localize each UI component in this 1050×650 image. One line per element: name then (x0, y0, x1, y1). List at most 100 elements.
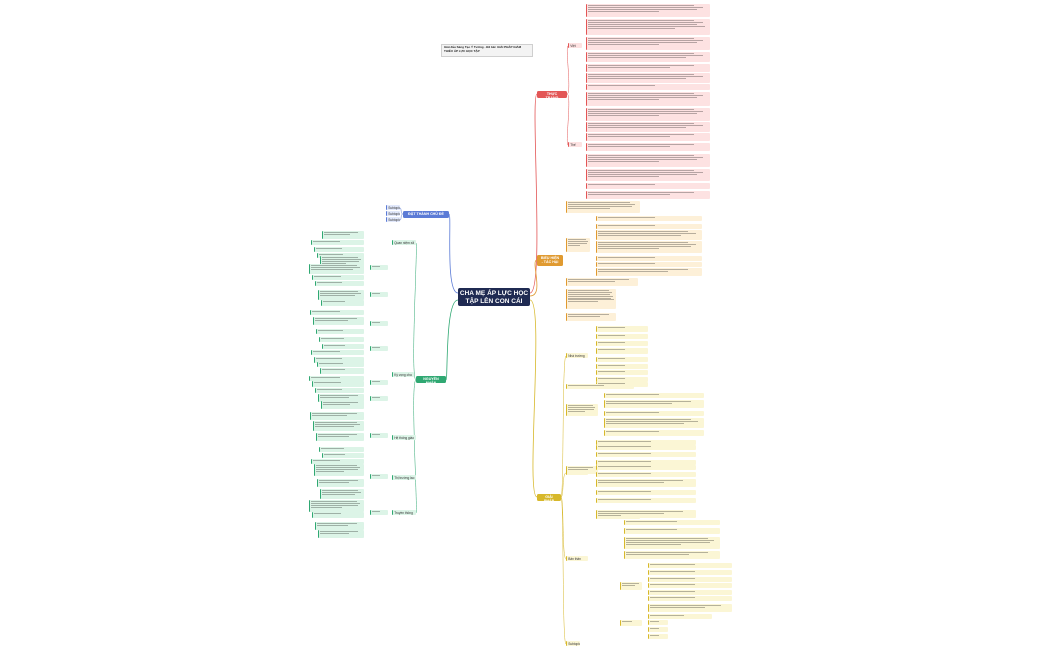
thuc-trang-leaf[interactable] (586, 64, 710, 72)
giai-phap-leaf[interactable] (596, 341, 648, 346)
thuc-trang-leaf[interactable] (586, 52, 710, 62)
subtopic-3[interactable]: Subtopic 3 (386, 217, 400, 222)
giai-phap-leaf[interactable] (648, 583, 732, 588)
nguyen-nhan-leaf[interactable] (311, 240, 364, 245)
giai-phap-leaf[interactable] (596, 440, 696, 445)
nguyen-nhan-leaf[interactable] (314, 247, 364, 252)
giai-phap-leaf[interactable] (624, 551, 720, 559)
topic-he-thong[interactable]: Hệ thống giáo dục (392, 435, 416, 440)
nguyen-nhan-leaf[interactable] (311, 350, 364, 355)
nguyen-nhan-group[interactable] (370, 265, 388, 270)
giai-phap-leaf[interactable] (596, 490, 696, 495)
giai-phap-leaf[interactable] (596, 377, 648, 382)
nguyen-nhan-leaf[interactable] (309, 264, 364, 274)
nguyen-nhan-group[interactable] (370, 321, 388, 326)
nguyen-nhan-leaf[interactable] (315, 281, 364, 286)
thuc-trang-leaf[interactable] (586, 169, 710, 181)
nguyen-nhan-leaf[interactable] (311, 459, 364, 464)
branch-thuc-trang[interactable]: THỰC TRẠNG (537, 91, 567, 100)
nguyen-nhan-leaf[interactable] (318, 394, 364, 402)
giai-phap-leaf[interactable] (604, 430, 704, 436)
nguyen-nhan-leaf[interactable] (319, 337, 364, 342)
topic-nha-truong[interactable]: Nhà trường (566, 353, 588, 358)
giai-phap-leaf[interactable] (624, 520, 720, 525)
bieu-hien-group-leaf[interactable] (566, 238, 590, 252)
giai-phap-leaf[interactable] (648, 627, 668, 632)
topic-ban-than[interactable]: Bản thân (566, 556, 588, 561)
branch-giai-phap[interactable]: GIẢI PHÁP (537, 494, 561, 503)
nguyen-nhan-leaf[interactable] (321, 401, 364, 409)
thuc-trang-leaf[interactable] (586, 108, 710, 121)
nguyen-nhan-group[interactable] (370, 474, 388, 479)
giai-phap-leaf[interactable] (596, 498, 696, 503)
giai-phap-leaf[interactable] (648, 604, 732, 612)
giai-phap-leaf[interactable] (596, 348, 648, 354)
thuc-trang-leaf[interactable] (586, 154, 710, 167)
nguyen-nhan-group[interactable] (370, 346, 388, 351)
nguyen-nhan-leaf[interactable] (314, 357, 364, 363)
branch-nguyen-nhan[interactable]: NGUYÊN NHÂN (416, 376, 446, 385)
giai-phap-leaf[interactable] (604, 418, 704, 428)
nguyen-nhan-leaf[interactable] (318, 290, 364, 300)
nguyen-nhan-group[interactable] (370, 292, 388, 297)
topic-ky-vong[interactable]: Kỳ vọng cha mẹ (392, 372, 414, 377)
giai-phap-leaf[interactable] (648, 577, 732, 582)
bieu-hien-leaf[interactable] (596, 230, 702, 240)
giai-phap-leaf[interactable] (624, 537, 720, 549)
giai-phap-leaf[interactable] (648, 614, 712, 619)
giai-phap-leaf[interactable] (596, 460, 696, 465)
nguyen-nhan-leaf[interactable] (312, 381, 364, 387)
giai-phap-leaf[interactable] (604, 400, 704, 408)
giai-phap-leaf[interactable] (566, 404, 598, 416)
nguyen-nhan-leaf[interactable] (322, 453, 364, 458)
nguyen-nhan-group[interactable] (370, 380, 388, 385)
giai-phap-leaf[interactable] (596, 334, 648, 339)
bieu-hien-leaf[interactable] (566, 278, 638, 286)
bieu-hien-leaf[interactable] (566, 289, 616, 309)
giai-phap-leaf[interactable] (648, 563, 732, 568)
topic-viet-nam[interactable]: Việt Nam (568, 43, 582, 48)
nguyen-nhan-leaf[interactable] (316, 329, 364, 334)
thuc-trang-leaf[interactable] (586, 133, 710, 141)
topic-thi-truong[interactable]: Thị trường lao động (392, 475, 416, 480)
giai-phap-leaf[interactable] (596, 370, 648, 375)
thuc-trang-leaf[interactable] (586, 122, 710, 132)
nguyen-nhan-leaf[interactable] (317, 362, 364, 367)
giai-phap-leaf[interactable] (596, 452, 696, 457)
thuc-trang-leaf[interactable] (586, 84, 710, 90)
bieu-hien-leaf[interactable] (596, 241, 702, 253)
nguyen-nhan-leaf[interactable] (313, 317, 364, 325)
thuc-trang-leaf[interactable] (586, 183, 710, 189)
topic-quan-niem[interactable]: Quan niệm xã hội (392, 240, 416, 245)
giai-phap-leaf[interactable] (596, 479, 696, 487)
giai-phap-leaf[interactable] (596, 465, 696, 470)
giai-phap-leaf[interactable] (596, 472, 696, 477)
nguyen-nhan-leaf[interactable] (309, 500, 364, 512)
bieu-hien-leaf[interactable] (596, 224, 702, 229)
thuc-trang-leaf[interactable] (586, 73, 710, 83)
nguyen-nhan-leaf[interactable] (315, 522, 364, 530)
nguyen-nhan-leaf[interactable] (312, 512, 364, 518)
bieu-hien-leaf[interactable] (596, 256, 702, 261)
bottom-subtopic[interactable]: Subtopic 1 (566, 641, 580, 646)
giai-phap-leaf[interactable] (596, 326, 648, 332)
branch-bieu-hien[interactable]: BIỂU HIỆN - TÁC HẠI (537, 255, 563, 266)
giai-phap-leaf[interactable] (566, 466, 598, 474)
nguyen-nhan-group[interactable] (370, 433, 388, 438)
giai-phap-leaf[interactable] (596, 364, 648, 369)
topic-the-gioi[interactable]: Thế giới (568, 142, 582, 147)
nguyen-nhan-leaf[interactable] (309, 376, 364, 381)
bieu-hien-intro-leaf[interactable] (566, 201, 640, 213)
bieu-hien-leaf[interactable] (566, 313, 616, 321)
giai-phap-leaf[interactable] (648, 596, 732, 601)
giai-phap-leaf[interactable] (604, 411, 704, 416)
thuc-trang-leaf[interactable] (586, 37, 710, 50)
giai-phap-leaf[interactable] (604, 393, 704, 398)
nguyen-nhan-leaf[interactable] (320, 368, 364, 374)
subtopic-2[interactable]: Subtopic 2 (386, 211, 400, 216)
bieu-hien-leaf[interactable] (596, 262, 702, 267)
root-topic[interactable]: CHA MẸ ÁP LỰC HỌC TẬP LÊN CON CÁI (458, 288, 530, 306)
thuc-trang-leaf[interactable] (586, 19, 710, 35)
nguyen-nhan-leaf[interactable] (318, 530, 364, 538)
